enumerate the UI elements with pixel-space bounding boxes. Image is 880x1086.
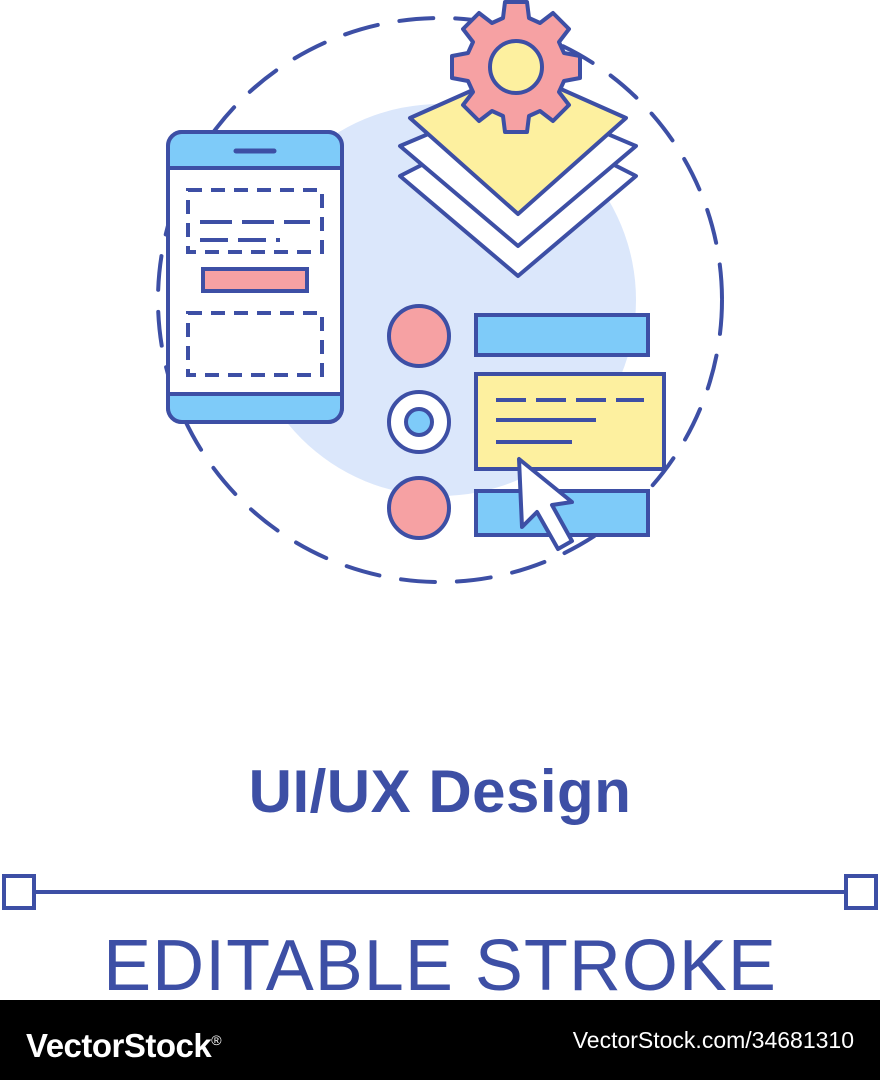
stock-reference: VectorStock.com/34681310 [572,1027,854,1053]
brand-logo: VectorStock® [26,1027,222,1064]
smartphone-wireframe-icon [166,130,344,424]
cursor-icon [517,457,574,551]
subtitle: EDITABLE STROKE [103,926,777,1006]
left-anchor-handle [2,874,36,910]
gear-icon [450,0,582,134]
layers-icon [398,68,638,278]
ui-ux-design-illustration [156,0,724,584]
page-title: UI/UX Design [248,758,632,825]
footer-bar: VectorStock® VectorStock.com/34681310 [0,1000,880,1080]
editable-stroke-line [2,874,878,910]
dashed-circle-icon [156,16,724,584]
radio-list-icon [387,304,666,540]
right-anchor-handle [844,874,878,910]
